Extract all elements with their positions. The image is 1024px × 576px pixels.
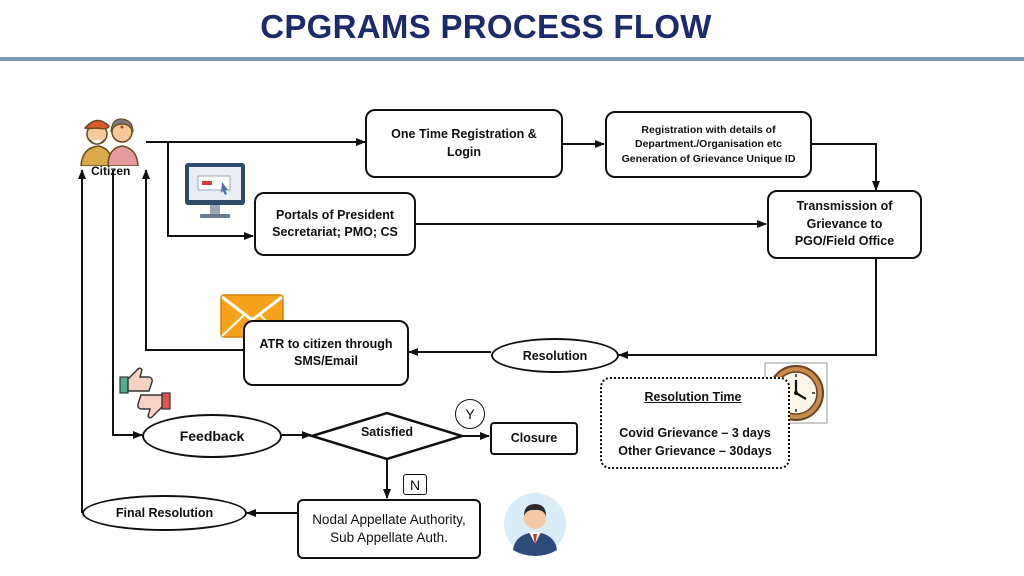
computer-monitor-icon	[185, 163, 245, 218]
resolution-time-box: Resolution Time Covid Grievance – 3 days…	[600, 377, 790, 469]
final-resolution-text: Final Resolution	[115, 506, 214, 520]
registration-details-text: Registration with details of Department.…	[621, 124, 796, 165]
transmission-node: Transmission of Grievance to PGO/Field O…	[767, 190, 922, 259]
covid-grievance-time: Covid Grievance – 3 days	[619, 426, 771, 440]
other-grievance-time: Other Grievance – 30days	[618, 444, 772, 458]
page-title: CPGRAMS PROCESS FLOW	[260, 8, 712, 45]
yes-branch-label: Y	[455, 399, 485, 429]
arrow-details-to-transmission	[812, 143, 880, 191]
atr-node: ATR to citizen through SMS/Email	[243, 320, 409, 386]
no-branch-label: N	[403, 474, 427, 495]
registration-node: One Time Registration & Login	[365, 109, 563, 178]
closure-node: Closure	[490, 422, 578, 455]
thumbs-up-down-icon	[119, 367, 171, 419]
satisfied-decision-shape	[307, 411, 467, 461]
officer-avatar-icon	[504, 493, 566, 556]
satisfied-text: Satisfied	[360, 425, 414, 439]
registration-details-node: Registration with details of Department.…	[605, 111, 812, 178]
citizen-label: Citizen	[91, 164, 131, 178]
final-resolution-node: Final Resolution	[82, 495, 247, 531]
arrow-atr-to-citizen	[142, 169, 243, 351]
arrow-transmission-to-resolution	[618, 258, 877, 359]
feedback-node: Feedback	[142, 414, 282, 458]
arrow-citizen-to-feedback	[112, 170, 143, 439]
resolution-text: Resolution	[522, 348, 588, 363]
title-divider	[0, 57, 1024, 61]
transmission-text: Transmission of Grievance to PGO/Field O…	[794, 199, 895, 249]
resolution-time-title: Resolution Time	[644, 390, 742, 404]
citizen-couple-icon	[80, 118, 139, 166]
resolution-node: Resolution	[491, 338, 619, 373]
closure-text: Closure	[510, 430, 558, 445]
nodal-appellate-node: Nodal Appellate Authority, Sub Appellate…	[297, 499, 481, 559]
atr-text: ATR to citizen through SMS/Email	[259, 336, 393, 369]
nodal-appellate-text: Nodal Appellate Authority, Sub Appellate…	[312, 512, 466, 545]
portals-text: Portals of President Secretariat; PMO; C…	[272, 207, 398, 240]
arrow-citizen-to-portals	[167, 142, 254, 240]
registration-text: One Time Registration & Login	[391, 127, 537, 159]
feedback-text: Feedback	[179, 428, 245, 444]
portals-node: Portals of President Secretariat; PMO; C…	[254, 192, 416, 256]
